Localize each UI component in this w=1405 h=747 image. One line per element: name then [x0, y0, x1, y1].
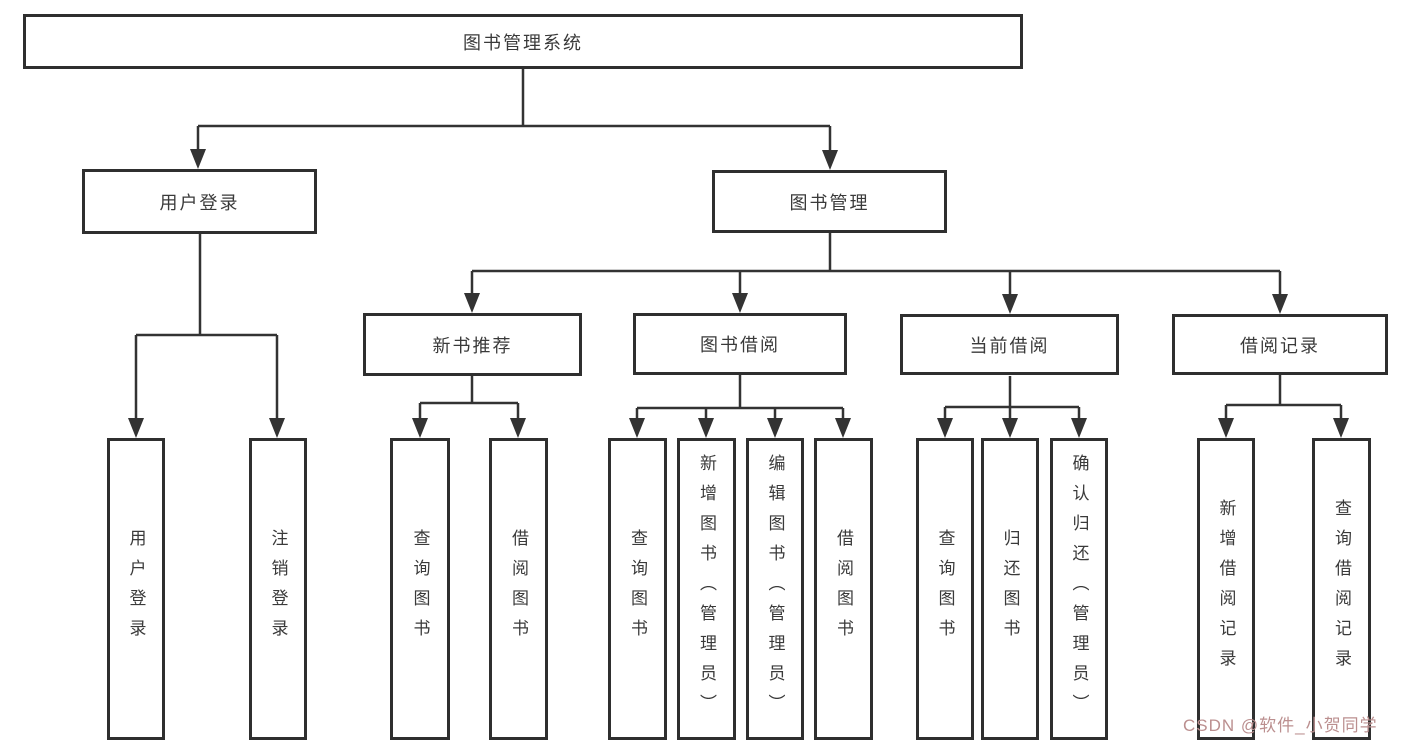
connector-user-login [134, 234, 279, 424]
connector-book-borrow [635, 375, 845, 424]
arrowheads [128, 149, 1349, 438]
leaf-current-return-books: 归还图书 [981, 438, 1039, 740]
node-book-borrow: 图书借阅 [633, 313, 847, 375]
connector-current-borrow [943, 376, 1081, 424]
leaf-records-query-record: 查询借阅记录 [1312, 438, 1371, 740]
leaf-user-login: 用户登录 [107, 438, 165, 740]
node-current-borrow: 当前借阅 [900, 314, 1119, 375]
connector-new-book [418, 376, 520, 424]
connector-book-management [470, 233, 1282, 300]
node-new-book-recommend: 新书推荐 [363, 313, 582, 376]
connector-borrow-records [1224, 375, 1343, 424]
node-root: 图书管理系统 [23, 14, 1023, 69]
leaf-current-confirm-return-admin: 确认归还（管理员） [1050, 438, 1108, 740]
connector-root [196, 69, 832, 156]
leaf-current-query-books: 查询图书 [916, 438, 974, 740]
leaf-borrow-query-books: 查询图书 [608, 438, 667, 740]
node-user-login: 用户登录 [82, 169, 317, 234]
csdn-watermark: CSDN @软件_小贺同学 [1183, 716, 1378, 735]
leaf-newbook-query-books: 查询图书 [390, 438, 450, 740]
node-book-management: 图书管理 [712, 170, 947, 233]
leaf-borrow-add-books-admin: 新增图书（管理员） [677, 438, 736, 740]
leaf-borrow-borrow-books: 借阅图书 [814, 438, 873, 740]
leaf-newbook-borrow-books: 借阅图书 [489, 438, 548, 740]
leaf-logout: 注销登录 [249, 438, 307, 740]
node-borrow-records: 借阅记录 [1172, 314, 1388, 375]
leaf-borrow-edit-books-admin: 编辑图书（管理员） [746, 438, 804, 740]
leaf-records-add-record: 新增借阅记录 [1197, 438, 1255, 740]
